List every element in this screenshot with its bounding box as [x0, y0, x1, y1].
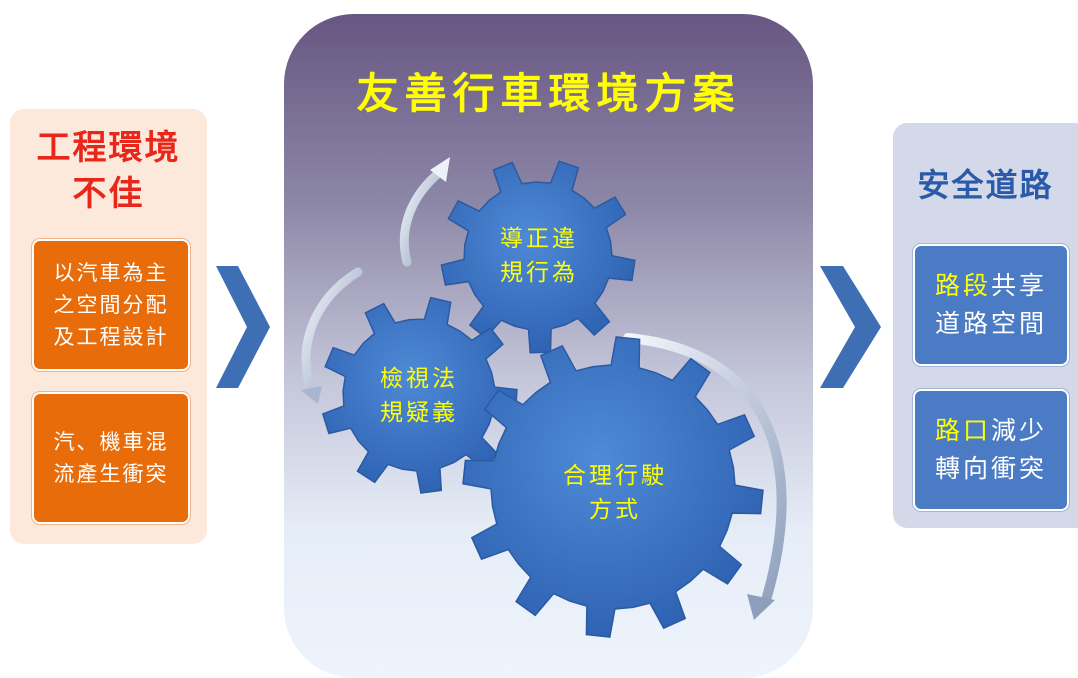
problem-item-line: 流產生衝突 — [53, 462, 169, 486]
problem-item-mixed-traffic: 汽、機車混 流產生衝突 — [32, 392, 190, 524]
gear-label-reasonable-driving: 合理行駛 方式 — [545, 459, 685, 527]
chevron-right-icon — [216, 266, 270, 388]
outcome-item-line-1: 路口減少 — [915, 412, 1067, 450]
problem-title-line-1: 工程環境 — [36, 128, 181, 168]
gear-label-line: 導正違 — [500, 226, 578, 252]
gear-label-line: 合理行駛 — [563, 463, 667, 489]
chevron-right-icon — [820, 266, 881, 388]
cycle-arrow-icon — [623, 333, 787, 620]
outcome-item-highlight: 路口 — [934, 416, 991, 445]
diagram-graphics — [216, 157, 881, 638]
gear-icon-correct-violations — [440, 160, 636, 354]
problem-title-line-2: 不佳 — [72, 174, 145, 214]
outcome-item-line-2: 道路空間 — [934, 309, 1047, 338]
outcome-item-intersection: 路口減少 轉向衝突 — [913, 389, 1069, 511]
problem-item-car-oriented: 以汽車為主 之空間分配 及工程設計 — [32, 239, 190, 371]
problem-item-line: 汽、機車混 — [53, 430, 169, 454]
gear-icon-reasonable-driving — [462, 336, 764, 638]
problem-item-line: 之空間分配 — [53, 293, 169, 317]
outcome-item-road-sharing: 路段共享 道路空間 — [913, 244, 1069, 366]
outcome-title: 安全道路 — [917, 166, 1054, 204]
outcome-panel: 安全道路 路段共享 道路空間 路口減少 轉向衝突 — [893, 123, 1078, 528]
problem-item-line: 及工程設計 — [53, 325, 169, 349]
gear-label-line: 方式 — [589, 497, 641, 523]
outcome-item-line-2: 轉向衝突 — [934, 454, 1047, 483]
outcome-item-line-1: 路段共享 — [915, 267, 1067, 305]
gear-label-line: 規疑義 — [380, 400, 458, 426]
cycle-arrow-icon — [399, 157, 450, 267]
outcome-item-rest: 共享 — [991, 271, 1048, 300]
problem-title: 工程環境 不佳 — [10, 125, 207, 217]
solution-title: 友善行車環境方案 — [356, 69, 741, 118]
problem-item-line: 以汽車為主 — [53, 261, 169, 285]
gear-label-line: 規行為 — [500, 260, 578, 286]
gear-label-line: 檢視法 — [380, 366, 458, 392]
gear-label-correct-violations: 導正違 規行為 — [484, 222, 594, 290]
gear-label-review-regulations: 檢視法 規疑義 — [364, 362, 474, 430]
cycle-arrow-icon — [301, 267, 363, 404]
outcome-item-highlight: 路段 — [934, 271, 991, 300]
outcome-item-rest: 減少 — [991, 416, 1048, 445]
problem-panel: 工程環境 不佳 以汽車為主 之空間分配 及工程設計 汽、機車混 流產生衝突 — [10, 109, 207, 544]
